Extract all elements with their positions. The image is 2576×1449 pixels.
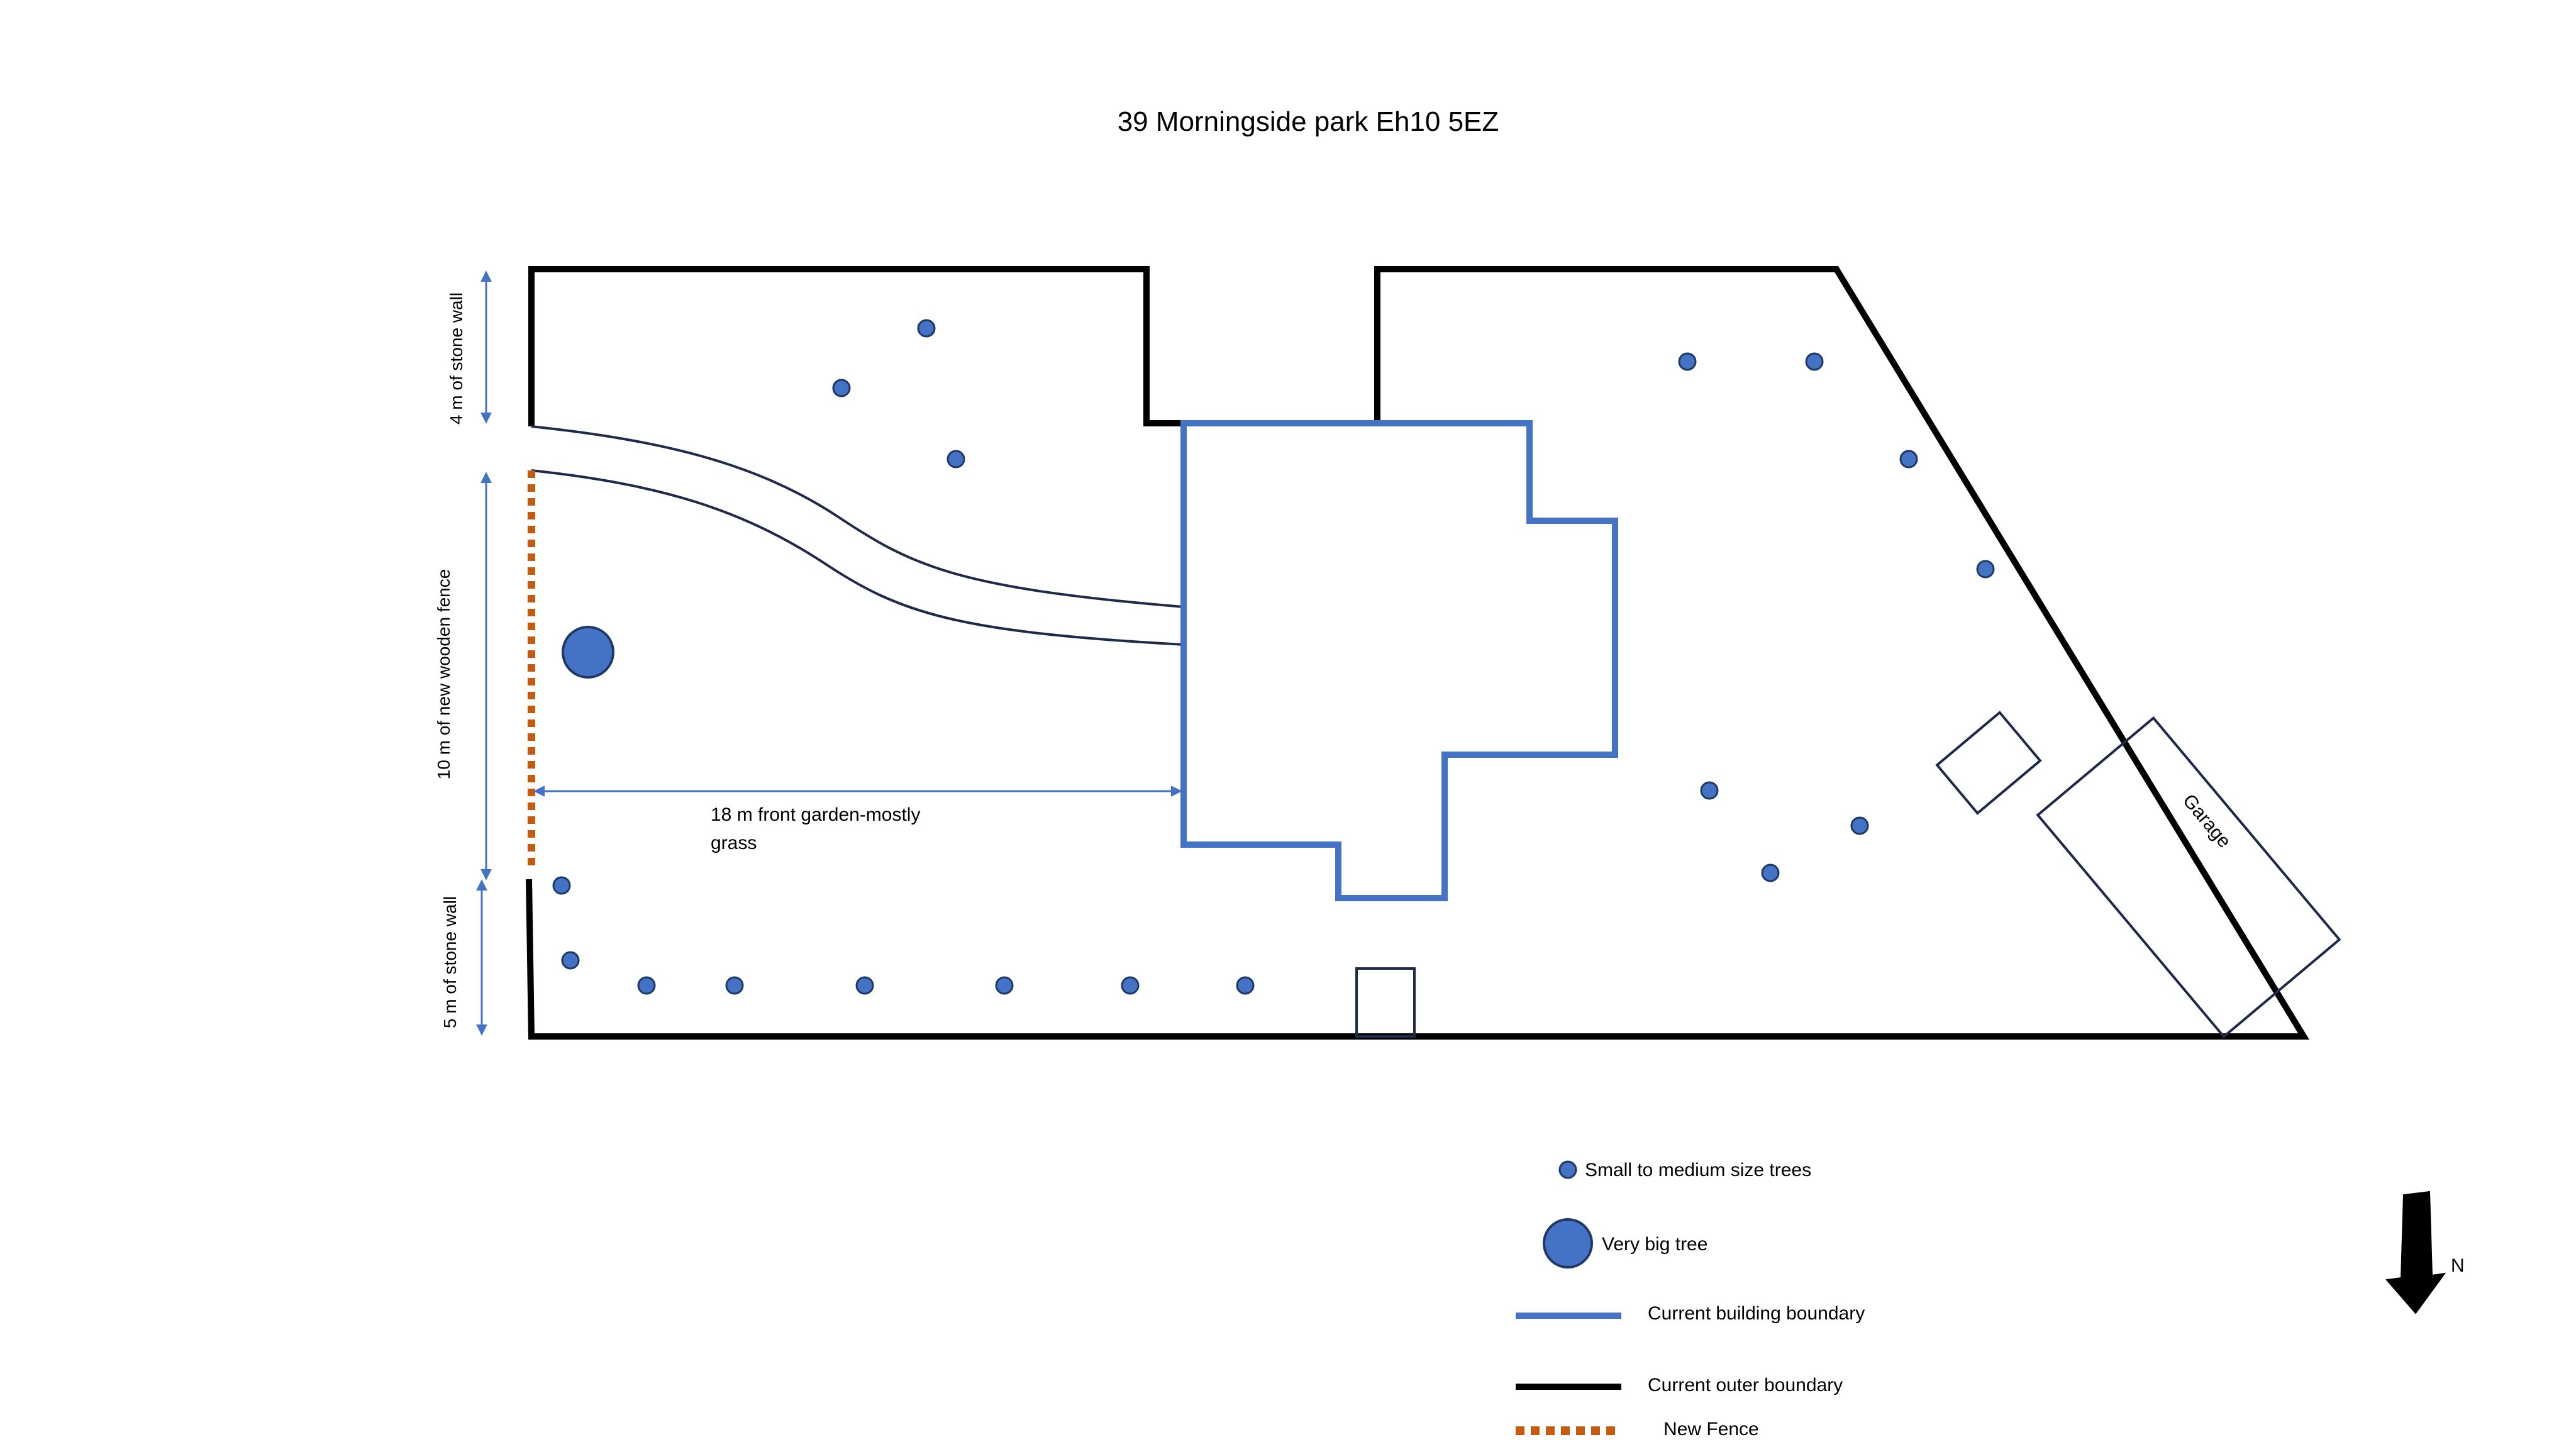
outer-boundary-right-section [526, 266, 2309, 1040]
legend: Small to medium size trees Very big tree… [1516, 1160, 1865, 1440]
small-tree [832, 379, 851, 397]
stone-wall-top-label: 4 m of stone wall [447, 292, 466, 425]
small-tree [947, 450, 965, 469]
small-tree [917, 319, 936, 338]
small-tree [552, 876, 571, 895]
legend-building-boundary-label: Current building boundary [1648, 1303, 1865, 1324]
small-tree [1899, 450, 1918, 469]
plan-title: 39 Morningside park Eh10 5EZ [1118, 106, 1499, 137]
dimension-arrows [476, 270, 1182, 1036]
front-garden-label-line2: grass [711, 833, 757, 853]
north-label: N [2451, 1255, 2465, 1276]
outer-boundary [526, 266, 2309, 1040]
legend-small-tree-icon [1558, 1160, 1577, 1179]
front-garden-label-line1: 18 m front garden-mostly [711, 804, 920, 825]
small-tree [725, 976, 744, 995]
small-tree [1700, 781, 1719, 800]
small-tree [855, 976, 874, 995]
legend-new-fence-label: New Fence [1663, 1419, 1759, 1440]
small-tree [1850, 816, 1869, 835]
legend-big-tree-label: Very big tree [1602, 1234, 1707, 1255]
outer-boundary-left-section [528, 266, 1184, 426]
building-boundary [1180, 420, 1618, 901]
small-tree [1976, 560, 1995, 579]
small-tree [637, 976, 656, 995]
garage-body [2036, 716, 2341, 1039]
north-arrow-shape [2385, 1191, 2446, 1314]
legend-small-trees-label: Small to medium size trees [1585, 1160, 1811, 1180]
small-tree [1678, 352, 1697, 371]
legend-big-tree-icon [1543, 1218, 1593, 1269]
small-tree [995, 976, 1014, 995]
north-arrow-icon [2385, 1191, 2446, 1314]
legend-outer-boundary-label: Current outer boundary [1648, 1375, 1843, 1396]
driveway-edge-north [531, 425, 1184, 608]
driveway-path [531, 425, 1184, 646]
small-trees [552, 319, 1995, 995]
small-tree [1236, 976, 1255, 995]
garage-annex [1935, 711, 2042, 815]
small-tree [1121, 976, 1140, 995]
driveway-edge-south [531, 469, 1184, 646]
big-tree [562, 626, 614, 679]
small-tree [1805, 352, 1824, 371]
new-fence-label: 10 m of new wooden fence [434, 569, 453, 780]
small-tree [1761, 863, 1780, 882]
small-structure [1355, 967, 1416, 1038]
small-tree [561, 951, 580, 970]
stone-wall-bottom-label: 5 m of stone wall [440, 896, 460, 1028]
